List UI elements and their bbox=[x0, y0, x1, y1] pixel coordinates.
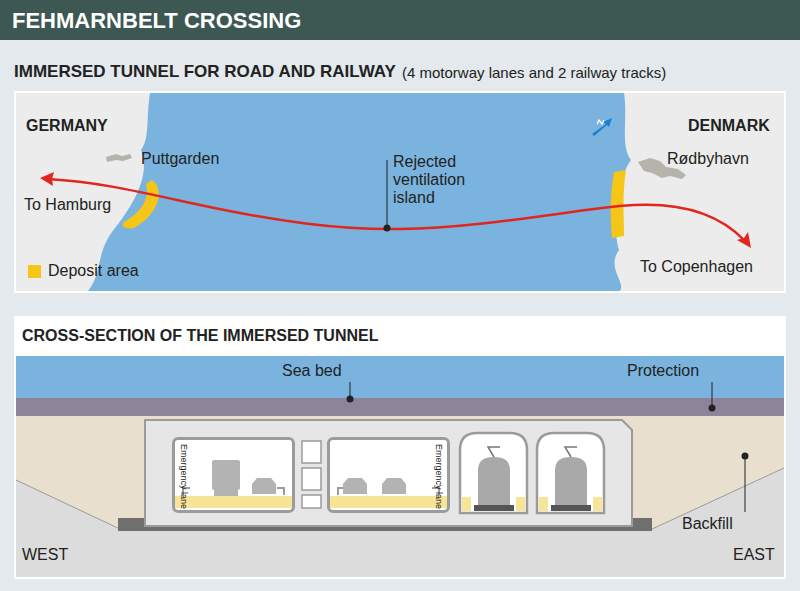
callout-label: Protection bbox=[627, 362, 699, 380]
title: FEHMARNBELT CROSSING bbox=[12, 9, 301, 33]
legend-swatch bbox=[28, 265, 41, 278]
road-bore: Emergency lane bbox=[327, 437, 450, 513]
vehicles bbox=[212, 460, 406, 496]
water bbox=[16, 356, 784, 399]
deposit-area bbox=[611, 170, 626, 238]
legend-text: Deposit area bbox=[48, 262, 139, 280]
direction-label: WEST bbox=[22, 546, 68, 564]
town bbox=[106, 154, 132, 162]
denmark-land bbox=[615, 93, 784, 291]
leader-line bbox=[745, 458, 746, 512]
rail-bore bbox=[537, 433, 604, 513]
section-frame bbox=[14, 316, 786, 579]
leader-line bbox=[712, 382, 713, 405]
leader-line bbox=[387, 160, 388, 226]
country-name: GERMANY bbox=[26, 117, 108, 135]
road-deck bbox=[330, 496, 447, 508]
callout-label: Backfill bbox=[682, 515, 733, 533]
tunnel-element bbox=[145, 420, 632, 526]
map-frame bbox=[14, 91, 786, 293]
route-label: To Copenhagen bbox=[640, 258, 753, 276]
lane-label: Emergency lane bbox=[178, 444, 189, 509]
country-name: DENMARK bbox=[688, 117, 770, 135]
road-bore bbox=[327, 437, 450, 513]
route-label: To Hamburg bbox=[24, 196, 111, 214]
backfill bbox=[16, 416, 784, 577]
arrowhead bbox=[40, 172, 54, 186]
germany-land bbox=[16, 93, 150, 291]
road-deck bbox=[175, 496, 292, 508]
subtitle: IMMERSED TUNNEL FOR ROAD AND RAILWAY bbox=[14, 63, 396, 81]
direction-label: EAST bbox=[733, 546, 775, 564]
road-bore bbox=[172, 437, 295, 513]
callout-label: Rejected ventilation island bbox=[393, 153, 489, 207]
lane-label: Emergency lane bbox=[433, 444, 444, 509]
callout-label: Sea bed bbox=[282, 362, 342, 380]
trains bbox=[474, 447, 591, 511]
north-arrow bbox=[592, 118, 612, 136]
place-name: Puttgarden bbox=[141, 150, 219, 168]
place-name: Rødbyhavn bbox=[667, 150, 749, 168]
leader-dot bbox=[742, 453, 749, 460]
leader-dot bbox=[709, 405, 716, 412]
subtitle-note: (4 motorway lanes and 2 railway tracks) bbox=[402, 64, 666, 82]
leader-line bbox=[350, 382, 351, 396]
service-ducts bbox=[302, 441, 321, 508]
route-line bbox=[48, 179, 744, 240]
sea bbox=[16, 93, 784, 291]
road-bore: Emergency lane bbox=[172, 437, 295, 513]
section-heading: CROSS-SECTION OF THE IMMERSED TUNNEL bbox=[22, 327, 378, 345]
protection-layer bbox=[16, 398, 784, 416]
leader-dot bbox=[347, 396, 354, 403]
rail-bore bbox=[460, 433, 527, 513]
title-bar bbox=[0, 0, 800, 40]
leader-dot bbox=[384, 225, 391, 232]
deposit-area bbox=[123, 180, 159, 229]
arrowhead bbox=[737, 232, 751, 248]
